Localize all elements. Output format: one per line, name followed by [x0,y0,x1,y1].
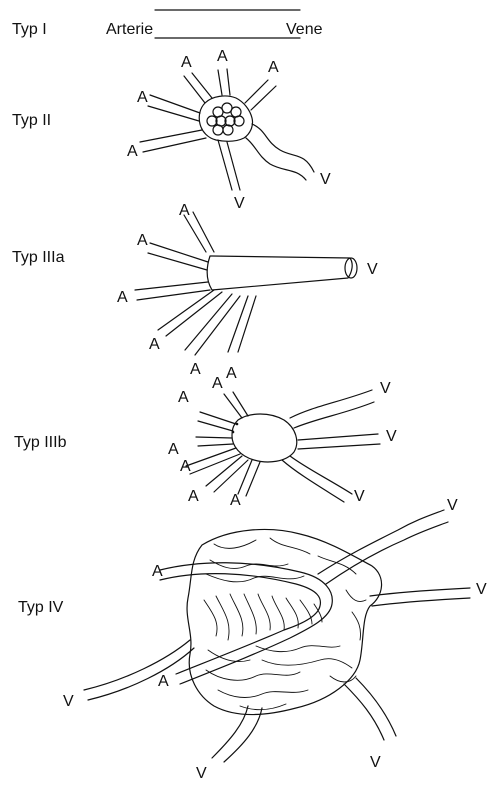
typ2-letter-v1: V [234,195,245,212]
typ3a-feeder-5 [185,294,240,355]
typ3a-letter-a3: A [117,289,128,306]
typ3b-drainer-3 [282,456,352,502]
typ4-nidus-tangle [204,538,366,710]
typ3b-feeder-1 [198,412,236,431]
typ4-letter-v1: V [447,497,458,514]
typ3a-ectatic-vein [207,256,352,290]
typ3b-letter-a1: A [178,389,189,406]
typ2-draining-vein [246,124,314,180]
typ2-feeder-a3 [245,80,276,110]
typ3b-drainer-2 [298,434,380,449]
typ3b-feeder-6 [238,460,260,496]
typ4-drainer-upper [318,510,448,584]
typ3a-figure: A A A A A A V [117,202,378,382]
typ3a-letter-a6: A [226,365,237,382]
typ3b-letter-a5: A [188,488,199,505]
typ1-arterie-label: Arterie [106,21,153,38]
typ3a-feeder-4 [158,290,222,336]
typ3a-letter-v: V [367,261,378,278]
typ3b-figure: A A A A A A V V V [168,375,397,509]
typ4-letter-a2: A [158,673,169,690]
typ3b-letter-a2: A [212,375,223,392]
typ2-nidus-cluster [207,103,244,135]
label-typ-3a: Typ IIIa [12,249,65,266]
typ2-feeder-a5 [140,130,206,152]
typ2-letter-a2: A [217,48,228,65]
typ3b-letter-a6: A [230,492,241,509]
typ3b-letter-v2: V [386,428,397,445]
typ4-letter-a1: A [152,563,163,580]
typ3b-drainer-1 [290,390,374,428]
typ3b-feeder-5 [206,456,248,492]
typ4-letter-v3: V [63,693,74,710]
typ4-letter-v4: V [196,765,207,782]
typ3a-letter-a1: A [179,202,190,219]
typ3a-letter-a4: A [149,336,160,353]
typ3b-feeder-3 [196,437,233,446]
typ2-letter-a1: A [181,54,192,71]
typ4-letter-v5: V [370,754,381,771]
typ3b-letter-v1: V [380,380,391,397]
typ3a-letter-a5: A [190,361,201,378]
typ2-feeder-a4 [148,95,200,121]
label-typ-3b: Typ IIIb [14,434,67,451]
typ2-feeder-a6 [218,140,240,190]
typ3b-letter-a3: A [168,441,179,458]
typ2-letter-a4: A [137,89,148,106]
typ2-feeder-a2 [218,69,230,95]
label-typ-4: Typ IV [18,599,64,616]
typ4-drainer-left [84,640,194,700]
typ3a-feeder-6 [228,296,256,352]
typ2-letter-a5: A [127,143,138,160]
typ4-drainer-bottom-right [344,678,396,740]
typ2-letter-v2: V [320,171,331,188]
typ3b-feeder-2 [224,392,248,418]
typ2-feeder-a1 [184,73,212,103]
typ3b-letter-a4: A [180,458,191,475]
label-typ-2: Typ II [12,112,51,129]
typ2-figure: A A A A A V V [127,48,331,212]
typ3a-feeder-3 [135,282,210,300]
typ3b-feeder-4 [186,448,240,474]
label-typ-1: Typ I [12,21,47,38]
typ4-figure: A A V V V V V [63,497,487,782]
typ4-letter-v2: V [476,581,487,598]
typ3b-nidus-outline [232,414,297,462]
typ4-drainer-right [370,588,470,606]
typ3a-letter-a2: A [137,232,148,249]
typ2-letter-a3: A [268,59,279,76]
typ1-figure: Arterie Vene [106,10,323,38]
typ1-vene-label: Vene [286,21,323,38]
typ3a-feeder-2 [148,243,208,270]
typ3b-letter-v3: V [354,488,365,505]
